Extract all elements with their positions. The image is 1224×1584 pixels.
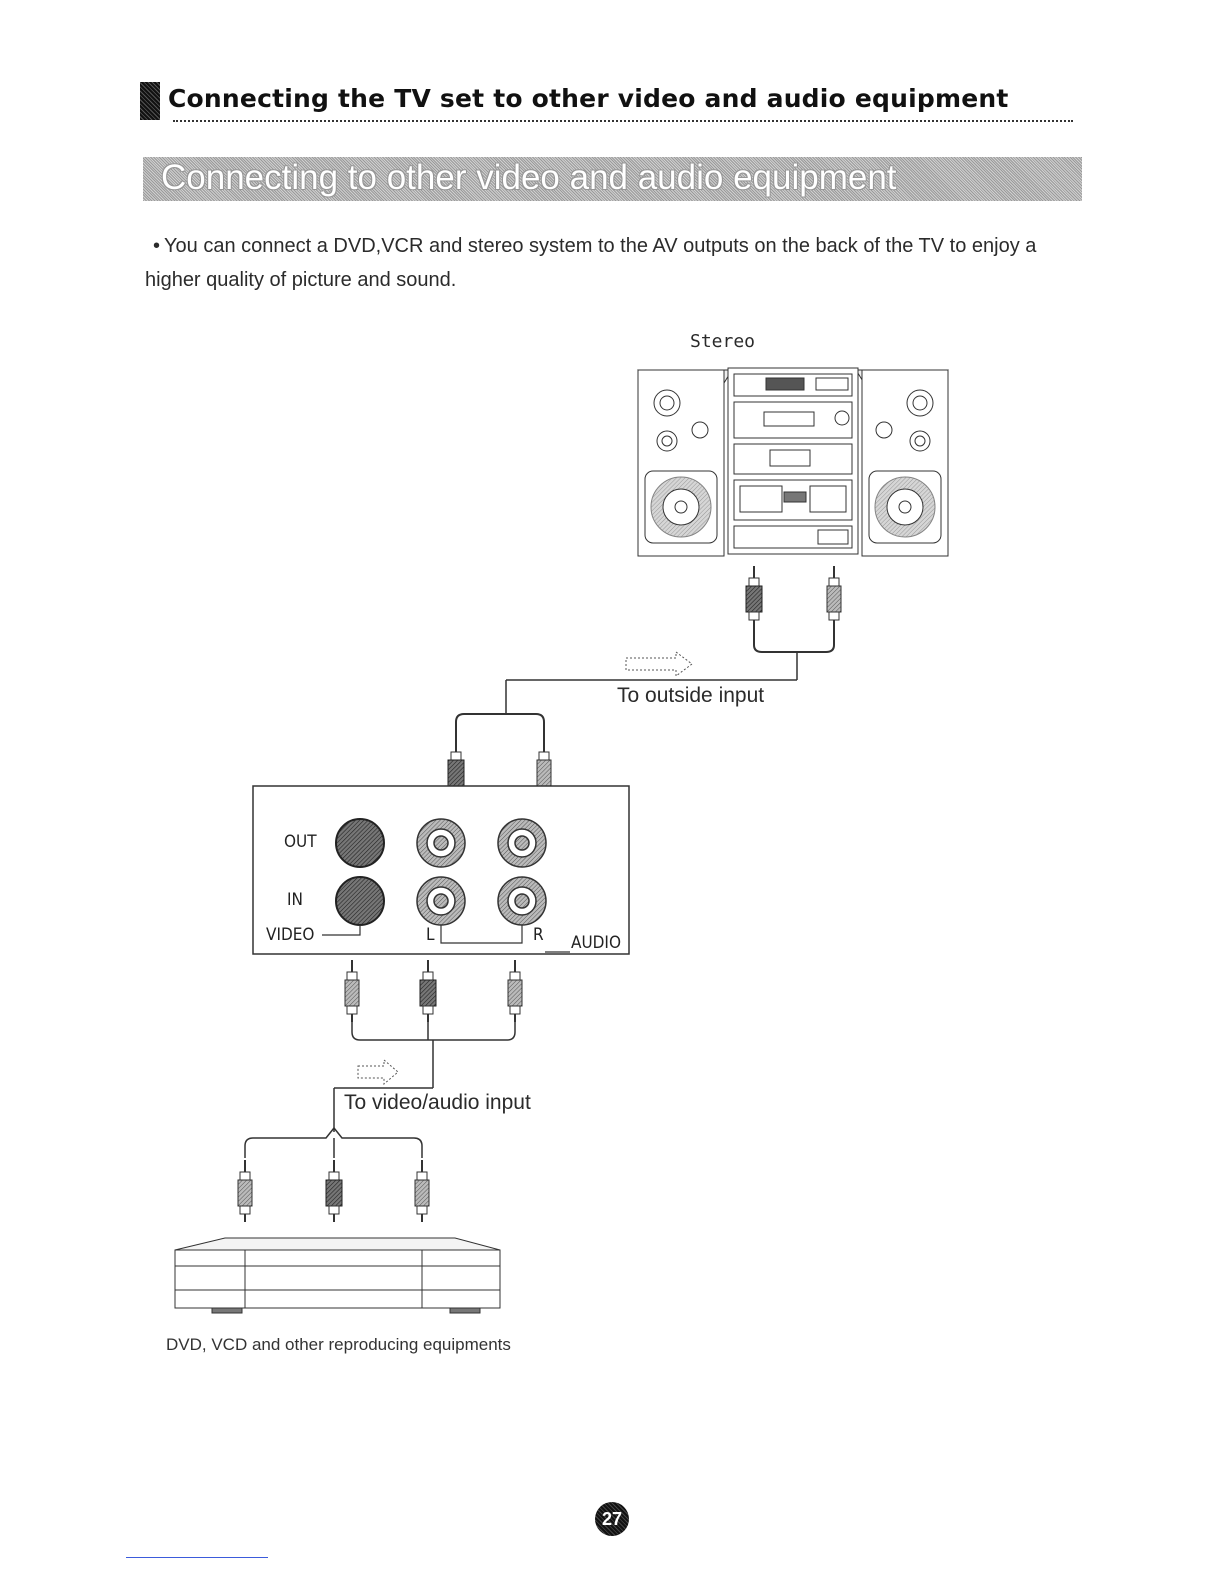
tv-av-panel	[252, 785, 630, 955]
intro-text: You can connect a DVD,VCR and stereo sys…	[145, 235, 1037, 291]
header-marker	[140, 82, 160, 120]
to-video-audio-input-label: To video/audio input	[344, 1091, 531, 1114]
panel-right-label: R	[533, 925, 544, 945]
to-outside-input-label: To outside input	[617, 684, 765, 707]
panel-audio-label: AUDIO	[571, 933, 621, 953]
section-header: Connecting the TV set to other video and…	[140, 82, 1075, 124]
page-number: 27	[595, 1502, 629, 1536]
panel-video-label: VIDEO	[266, 925, 315, 945]
panel-out-label: OUT	[284, 832, 317, 852]
intro-paragraph: •You can connect a DVD,VCR and stereo sy…	[145, 229, 1085, 297]
header-underline	[173, 120, 1073, 122]
dvd-player-illustration	[174, 1237, 501, 1314]
section-banner: Connecting to other video and audio equi…	[143, 157, 1082, 201]
player-caption: DVD, VCD and other reproducing equipment…	[166, 1335, 511, 1354]
page-title: Connecting the TV set to other video and…	[168, 84, 1009, 113]
panel-left-label: L	[426, 925, 435, 945]
bullet-icon: •	[153, 235, 161, 257]
banner-title: Connecting to other video and audio equi…	[161, 158, 897, 197]
stereo-illustration	[637, 367, 949, 557]
panel-in-label: IN	[287, 890, 303, 910]
footer-divider	[126, 1557, 268, 1558]
stereo-label: Stereo	[690, 331, 756, 352]
